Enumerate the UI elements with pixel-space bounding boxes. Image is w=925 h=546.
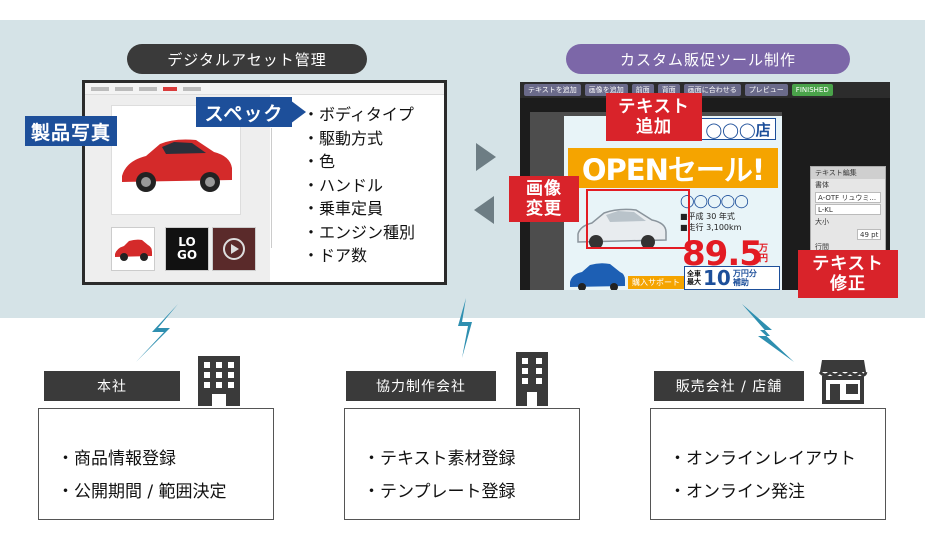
- subsidy-small-line1: 全車: [687, 270, 701, 278]
- flyer-headline[interactable]: OPENセール!: [568, 148, 778, 188]
- thumbnail-video[interactable]: [212, 227, 256, 271]
- thumbnail-car[interactable]: [111, 227, 155, 271]
- flyer-car-name: ◯◯◯◯◯: [680, 194, 749, 209]
- edit-text-tag: テキスト 修正: [798, 250, 898, 298]
- panel-divider: [271, 128, 272, 248]
- lightning-bolt-icon: [458, 298, 472, 358]
- lightning-bolt-icon: [136, 304, 178, 362]
- flyer-spec: ■平成 30 年式 ■走行 3,100km: [680, 211, 741, 233]
- flyer-spec-year: ■平成 30 年式: [680, 212, 735, 221]
- partner-label: 協力制作会社: [346, 371, 496, 401]
- hq-label: 本社: [44, 371, 180, 401]
- edit-text-tag-line2: 修正: [830, 274, 866, 294]
- flyer-shop-name[interactable]: ◯◯◯店: [700, 118, 776, 140]
- logo-text-line1: LO: [178, 235, 196, 249]
- thumbnail-logo[interactable]: LO GO: [165, 227, 209, 271]
- size-input[interactable]: 49 pt: [857, 229, 881, 240]
- spec-pointer-icon: [290, 100, 306, 124]
- subsidy-unit: 万円分 補助: [733, 269, 757, 287]
- lightning-bolt-icon: [742, 304, 794, 362]
- arrow-left-icon: [474, 196, 494, 224]
- store-task-list: ・オンラインレイアウト ・オンライン発注: [651, 409, 885, 509]
- change-image-tag-line1: 画像: [526, 179, 562, 199]
- add-text-tag-line2: 追加: [636, 117, 672, 137]
- logo-text-line2: GO: [176, 248, 198, 262]
- line-spacing-label: 行間: [815, 243, 829, 251]
- flyer-support-badge: 購入サポート: [628, 276, 684, 289]
- add-text-button[interactable]: テキストを追加: [524, 84, 581, 96]
- subsidy-amount: 10: [703, 266, 731, 290]
- red-car-thumb-icon: [115, 239, 152, 261]
- flyer-price-unit: 万円: [759, 244, 769, 264]
- storefront-icon: [818, 360, 868, 404]
- spec-item: ・色: [303, 152, 336, 171]
- subsidy-unit-line2: 補助: [732, 278, 749, 287]
- flyer-subsidy[interactable]: 全車 最大 10 万円分 補助: [684, 266, 780, 290]
- partner-task: ・テキスト素材登録: [363, 449, 516, 469]
- subsidy-small: 全車 最大: [687, 270, 701, 286]
- office-tower-icon: [516, 352, 548, 406]
- spec-item: ・乗車定員: [303, 199, 384, 218]
- hq-task-list: ・商品情報登録 ・公開期間 / 範囲決定: [39, 409, 273, 509]
- hq-task: ・公開期間 / 範囲決定: [57, 482, 227, 502]
- add-text-tag: テキスト 追加: [606, 93, 702, 141]
- silver-car-icon: [577, 208, 667, 249]
- flyer-spec-mileage: ■走行 3,100km: [680, 223, 742, 232]
- subsidy-small-line2: 最大: [687, 278, 701, 286]
- spec-item: ・エンジン種別: [303, 222, 416, 242]
- weight-select[interactable]: L-KL: [815, 204, 881, 215]
- spec-item: ・駆動方式: [303, 128, 384, 148]
- add-text-tag-line1: テキスト: [618, 97, 690, 117]
- flyer-preview[interactable]: ◯◯◯店 OPENセール! ◯◯◯◯◯ ■平成 30 年式 ■走行 3,100k…: [564, 116, 782, 290]
- spec-item: ・ハンドル: [303, 175, 384, 195]
- store-task: ・オンライン発注: [669, 482, 805, 502]
- custom-promo-title: カスタム販促ツール制作: [566, 44, 850, 74]
- partner-task-list: ・テキスト素材登録 ・テンプレート登録: [345, 409, 579, 509]
- finished-button[interactable]: FINISHED: [791, 84, 833, 96]
- arrow-right-icon: [476, 143, 496, 171]
- spec-list: ・ボディタイプ ・駆動方式 ・色 ・ハンドル ・乗車定員 ・エンジン種別 ・ドア…: [303, 103, 415, 268]
- asset-manager-toolbar: [85, 83, 444, 95]
- preview-button[interactable]: プレビュー: [744, 84, 788, 96]
- spec-tag: スペック: [196, 97, 292, 127]
- size-label: 大小: [815, 218, 829, 226]
- font-label: 書体: [815, 181, 829, 189]
- font-select[interactable]: A-OTF リュウミ...: [815, 192, 881, 203]
- play-icon: [223, 238, 245, 260]
- product-photo-tag: 製品写真: [25, 116, 117, 146]
- store-task: ・オンラインレイアウト: [669, 449, 856, 469]
- store-box: ・オンラインレイアウト ・オンライン発注: [650, 408, 886, 520]
- hq-box: ・商品情報登録 ・公開期間 / 範囲決定: [38, 408, 274, 520]
- panel-header: テキスト編集: [811, 167, 885, 179]
- digital-asset-title: デジタルアセット管理: [127, 44, 367, 74]
- spec-item: ・ドア数: [303, 246, 368, 265]
- partner-task: ・テンプレート登録: [363, 482, 516, 502]
- blue-car-icon: [570, 263, 625, 290]
- store-label: 販売会社 / 店舗: [654, 371, 804, 401]
- change-image-tag-line2: 変更: [526, 199, 562, 219]
- subsidy-unit-line1: 万円分: [732, 269, 757, 278]
- partner-box: ・テキスト素材登録 ・テンプレート登録: [344, 408, 580, 520]
- image-highlight-box: [586, 189, 690, 249]
- change-image-tag: 画像 変更: [509, 176, 579, 222]
- editor-toolbar: テキストを追加 画像を追加 前面 背面 画面に合わせる プレビュー FINISH…: [520, 82, 890, 98]
- edit-text-tag-line1: テキスト: [812, 254, 884, 274]
- spec-item: ・ボディタイプ: [303, 105, 414, 124]
- hq-task: ・商品情報登録: [57, 449, 176, 469]
- red-car-icon: [122, 139, 232, 192]
- building-icon: [198, 356, 240, 406]
